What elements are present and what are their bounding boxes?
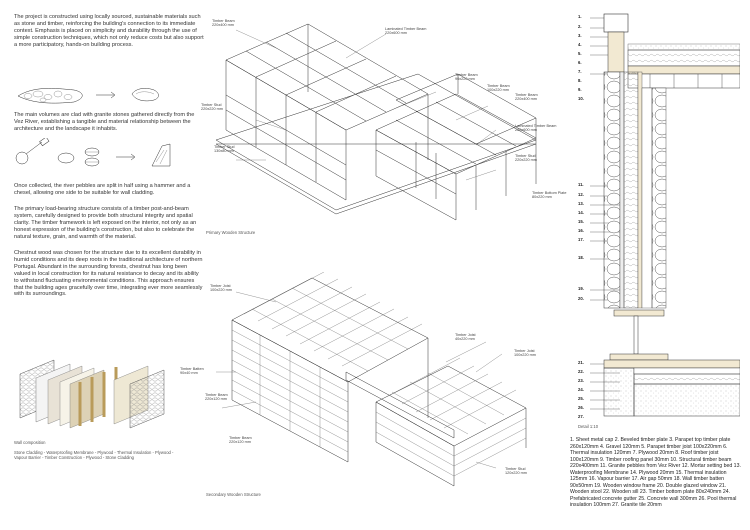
detail-number-1: 1. [578, 14, 582, 19]
secondary-wooden-structure-drawing [216, 272, 527, 487]
label-timber-stud-2: Timber Stud 130x80 mm [214, 145, 235, 154]
label-timber-beam-2: Timber Beam 90x220 mm [455, 73, 478, 82]
river-stones-illustration [17, 88, 159, 104]
detail-number-10: 10. [578, 96, 584, 101]
label-timber-joist-2: Timber Joist 40x220 mm [455, 333, 476, 342]
stone-splitting-illustration [15, 138, 171, 167]
primary-wooden-structure-drawing [215, 23, 537, 221]
label-laminated-beam-2: Laminated Timber Beam 220x600 mm [515, 124, 557, 133]
detail-number-2: 2. [578, 24, 582, 29]
wall-composition-layers: Stone Cladding - Waterproofing Membrane … [14, 450, 174, 460]
label-timber-beam-b: Timber Beam 220x120 mm [229, 436, 252, 445]
detail-number-16: 16. [578, 228, 584, 233]
wall-section-detail [590, 13, 740, 417]
detail-number-6: 6. [578, 60, 582, 65]
detail-number-27: 27. [578, 414, 584, 419]
detail-number-23: 23. [578, 378, 584, 383]
label-timber-batten: Timber Batten 90x40 mm [180, 367, 204, 376]
detail-number-3: 3. [578, 33, 582, 38]
detail-number-8: 8. [578, 78, 582, 83]
label-timber-stud-1: Timber Stud 220x220 mm [201, 103, 223, 112]
detail-number-7: 7. [578, 69, 582, 74]
label-laminated-beam-1: Laminated Timber Beam 220x600 mm [385, 27, 427, 36]
cladding-paragraph: The main volumes are clad with granite s… [14, 112, 195, 132]
wall-composition-title: Wall composition [14, 440, 46, 445]
intro-paragraph: The project is constructed using locally… [14, 14, 204, 48]
detail-number-13: 13. [578, 201, 584, 206]
detail-number-18: 18. [578, 255, 584, 260]
detail-number-17: 17. [578, 237, 584, 242]
chestnut-paragraph: Chestnut wood was chosen for the structu… [14, 250, 203, 298]
detail-number-21: 21. [578, 360, 584, 365]
splitting-paragraph: Once collected, the river pebbles are sp… [14, 183, 191, 196]
detail-caption: Detail 1:10 [578, 424, 599, 429]
detail-number-26: 26. [578, 405, 584, 410]
wall-composition-diagram [19, 359, 165, 429]
detail-number-25: 25. [578, 396, 584, 401]
detail-number-24: 24. [578, 387, 584, 392]
structure-paragraph: The primary load-bearing structure consi… [14, 206, 197, 240]
label-timber-stud-3: Timber Stud 220x220 mm [515, 154, 537, 163]
detail-number-4: 4. [578, 42, 582, 47]
label-timber-beam-1: Timber Beam 220x400 mm [212, 19, 235, 28]
label-timber-beam-a: Timber Beam 220x120 mm [205, 393, 228, 402]
detail-number-5: 5. [578, 51, 582, 56]
detail-number-19: 19. [578, 286, 584, 291]
secondary-structure-caption: Secondary Wooden Structure [206, 492, 261, 497]
label-timber-beam-3: Timber Beam 100x220 mm [487, 84, 510, 93]
detail-number-9: 9. [578, 87, 582, 92]
label-timber-stud-s: Timber Stud 120x220 mm [505, 467, 527, 476]
detail-number-14: 14. [578, 210, 584, 215]
label-timber-beam-4: Timber Beam 220x400 mm [515, 93, 538, 102]
detail-number-20: 20. [578, 296, 584, 301]
primary-structure-caption: Primary Wooden Structure [206, 230, 256, 235]
detail-number-11: 11. [578, 182, 584, 187]
detail-legend: 1. Sheet metal cap 2. Beveled timber pla… [570, 437, 741, 508]
label-timber-joist-3: Timber Joist 100x220 mm [514, 349, 536, 358]
label-timber-bottom-plate: Timber Bottom Plate 80x220 mm [532, 191, 567, 200]
detail-number-22: 22. [578, 369, 584, 374]
detail-number-12: 12. [578, 192, 584, 197]
label-timber-joist-1: Timber Joist 100x220 mm [210, 284, 232, 293]
detail-number-15: 15. [578, 219, 584, 224]
